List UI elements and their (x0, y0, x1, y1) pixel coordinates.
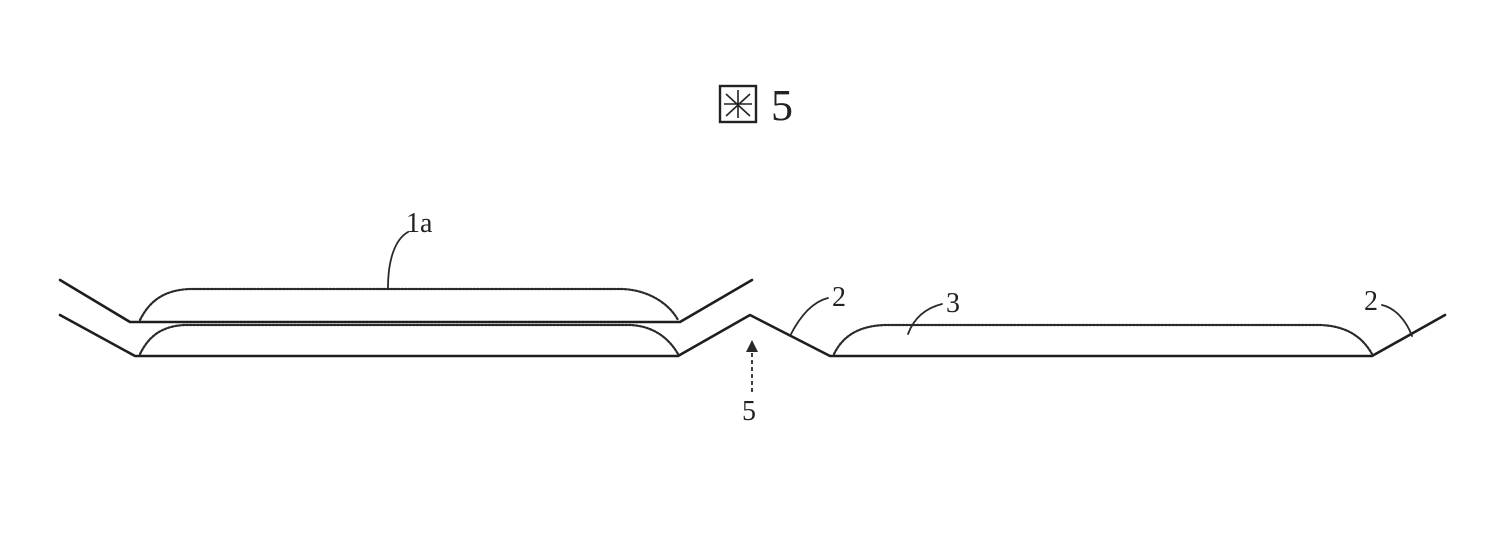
leader-2-left (789, 297, 829, 337)
leader-2-right (1381, 304, 1413, 337)
upper-pad-1a (138, 287, 680, 322)
leader-3 (907, 303, 943, 335)
arrow-up-icon (746, 340, 758, 352)
upper-sheet-outline (58, 278, 754, 324)
label-1a: 1a (406, 208, 433, 239)
lower-pad-left (138, 323, 680, 356)
lower-sheet-outline (58, 313, 1447, 358)
figure-number: 5 (771, 81, 793, 130)
leader-1a (387, 231, 409, 289)
label-2-right: 2 (1364, 286, 1378, 317)
label-5: 5 (742, 396, 756, 427)
leader-lines (387, 231, 1413, 392)
upper-sheet (58, 278, 754, 324)
figure-glyph-icon (718, 84, 758, 124)
figure-title: 5 (718, 81, 793, 130)
lower-pad-3 (832, 323, 1374, 356)
reference-labels: 1a 2 3 2 5 (406, 208, 1378, 427)
label-3: 3 (946, 288, 960, 319)
label-2-left: 2 (832, 282, 846, 313)
lower-sheet (58, 313, 1447, 358)
